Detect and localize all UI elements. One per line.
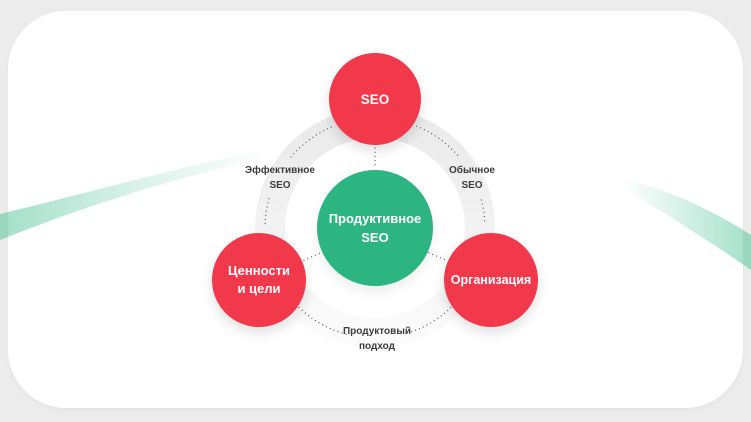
ring-label-effective-seo-line2: SEO bbox=[269, 180, 291, 191]
node-organization-label: Организация bbox=[450, 273, 532, 287]
ring-label-product-approach-line2: подход bbox=[358, 341, 395, 352]
node-values-goals-label-line1: Ценности bbox=[228, 263, 290, 278]
node-seo-label: SEO bbox=[360, 91, 390, 107]
ring-label-ordinary-seo-line1: Обычное bbox=[448, 165, 495, 176]
ring-label-effective-seo: Эффективное SEO bbox=[230, 163, 330, 193]
node-productive-seo: Продуктивное SEO bbox=[317, 170, 433, 286]
node-values-goals: Ценности и цели bbox=[212, 233, 306, 327]
ring-label-effective-seo-line1: Эффективное bbox=[245, 165, 315, 176]
node-organization: Организация bbox=[444, 233, 538, 327]
ring-label-ordinary-seo: Обычное SEO bbox=[422, 163, 522, 193]
ring-label-ordinary-seo-line2: SEO bbox=[461, 180, 483, 191]
node-productive-seo-label-line1: Продуктивное bbox=[328, 211, 422, 226]
node-values-goals-label-line2: и цели bbox=[237, 281, 281, 296]
node-productive-seo-label-line2: SEO bbox=[361, 230, 389, 245]
ring-label-product-approach-line1: Продуктовый bbox=[342, 326, 412, 337]
ring-label-product-approach: Продуктовый подход bbox=[327, 324, 427, 354]
node-seo: SEO bbox=[329, 53, 421, 145]
